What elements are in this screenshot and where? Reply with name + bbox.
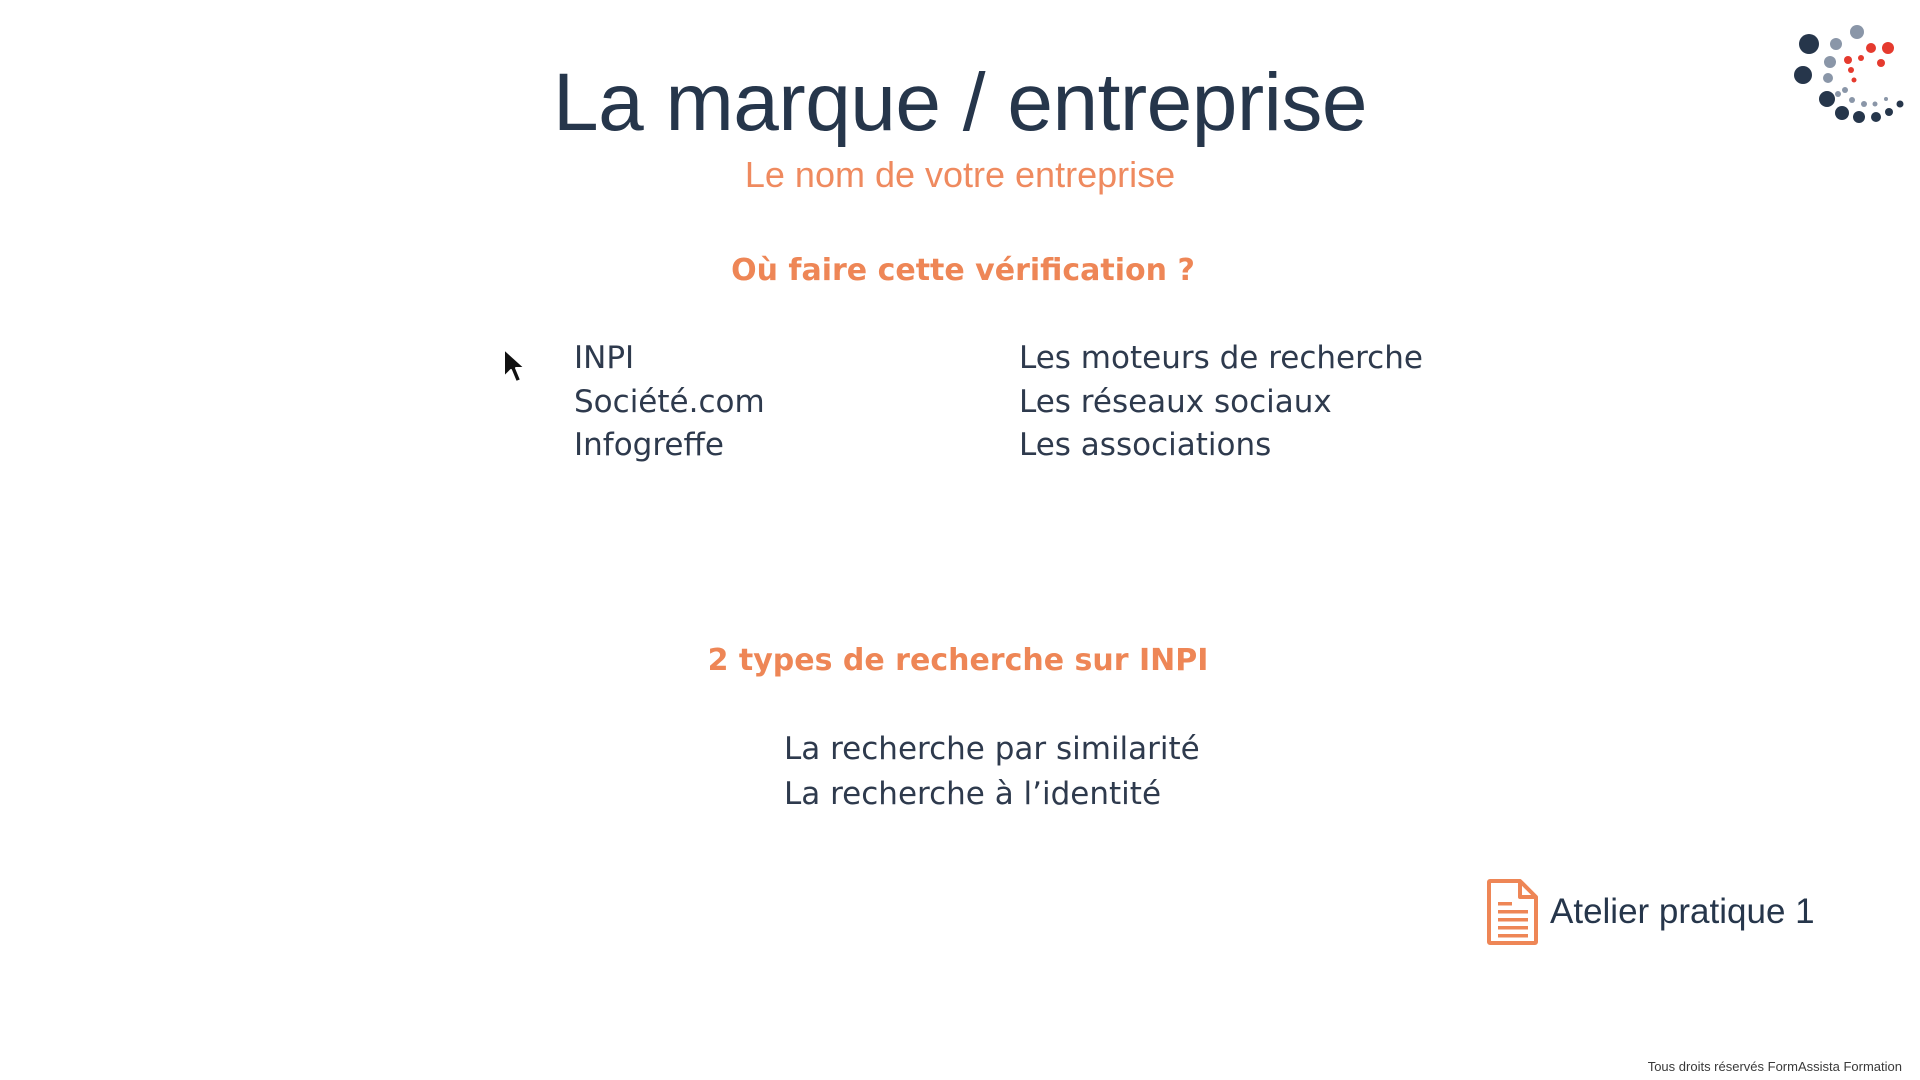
verification-heading: Où faire cette vérification ? (731, 253, 1195, 288)
list-item: La recherche par similarité (784, 731, 1200, 767)
list-item: Infogreffe (574, 427, 724, 463)
list-item: Les associations (1019, 427, 1272, 463)
slide-subtitle: Le nom de votre entreprise (744, 154, 1176, 195)
list-item: Les réseaux sociaux (1019, 383, 1332, 420)
copyright-footer: Tous droits réservés FormAssista Formati… (1647, 1059, 1902, 1074)
list-item: Société.com (574, 383, 765, 420)
workshop-label: Atelier pratique 1 (1550, 892, 1815, 931)
search-types-heading: 2 types de recherche sur INPI (707, 643, 1209, 678)
mouse-cursor-icon (503, 348, 526, 383)
list-item: Les moteurs de recherche (1019, 340, 1423, 376)
verification-list-right: Les moteurs de recherche Les réseaux soc… (1019, 337, 1423, 468)
slide-title: La marque / entreprise (552, 57, 1368, 148)
workshop-link[interactable]: Atelier pratique 1 (1486, 876, 1815, 948)
verification-list-left: INPI Société.com Infogreffe (574, 337, 765, 468)
formassista-logo-icon (1794, 25, 1904, 123)
list-item: INPI (574, 340, 635, 376)
list-item: La recherche à l’identité (784, 776, 1162, 812)
document-icon (1487, 879, 1538, 945)
search-types-list: La recherche par similarité La recherche… (784, 727, 1200, 817)
